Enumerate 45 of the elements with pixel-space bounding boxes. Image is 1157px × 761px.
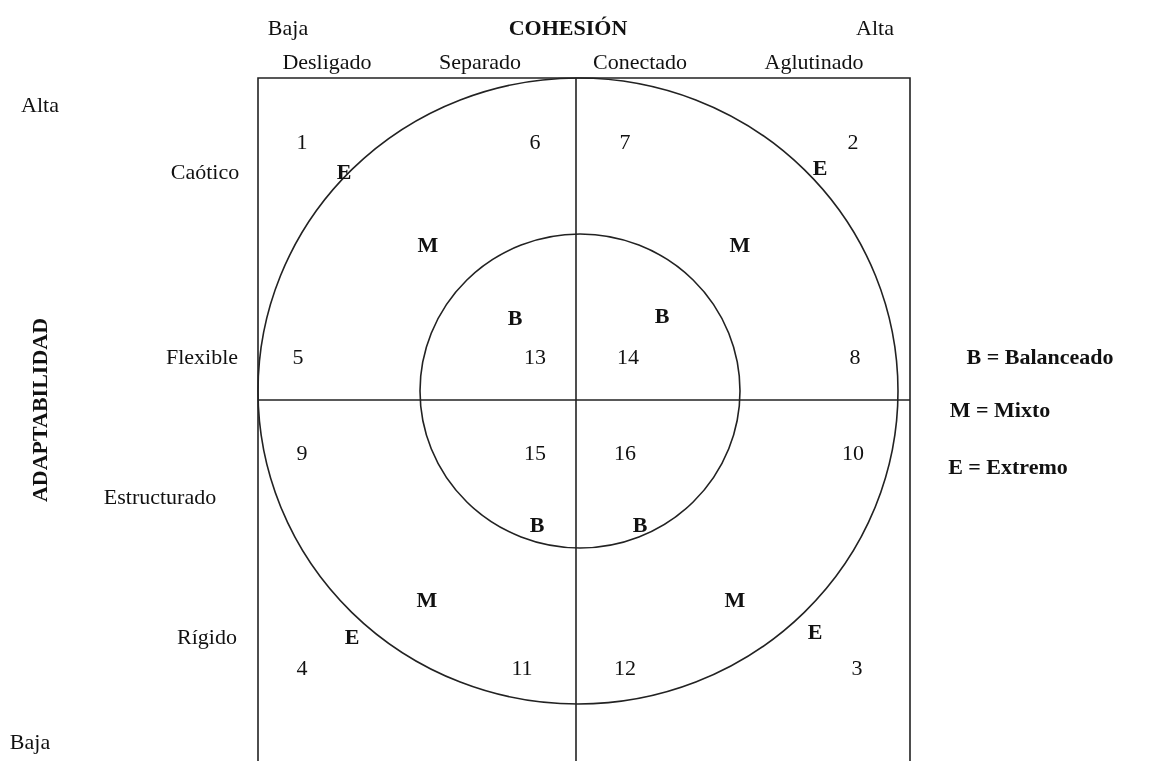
category-label: Aglutinado	[764, 49, 864, 75]
cell-number: 3	[851, 655, 863, 681]
cell-number: 15	[524, 440, 546, 466]
category-label: Rígido	[177, 624, 237, 650]
legend-text: B = Balanceado	[966, 344, 1114, 370]
zone-letter: B	[529, 512, 545, 538]
cell-number: 2	[847, 129, 859, 155]
cell-number: 8	[849, 344, 861, 370]
cell-number: 14	[617, 344, 639, 370]
cell-number: 13	[524, 344, 546, 370]
category-label: Separado	[439, 49, 521, 75]
zone-letter: B	[632, 512, 648, 538]
zone-letter: E	[812, 155, 828, 181]
cell-number: 10	[842, 440, 864, 466]
cell-number: 12	[614, 655, 636, 681]
category-label: Caótico	[170, 159, 240, 185]
zone-letter: B	[507, 305, 523, 331]
cell-number: 11	[511, 655, 533, 681]
zone-letter: M	[729, 232, 751, 258]
zone-letter: E	[344, 624, 360, 650]
category-label: Conectado	[592, 49, 688, 75]
cell-number: 9	[296, 440, 308, 466]
axis-end-label: Alta	[21, 92, 59, 118]
zone-letter: M	[416, 587, 438, 613]
axis-end-label: Baja	[9, 729, 51, 755]
cell-number: 4	[296, 655, 308, 681]
zone-letter: E	[336, 159, 352, 185]
zone-letter: B	[654, 303, 670, 329]
cell-number: 6	[529, 129, 541, 155]
cell-number: 16	[614, 440, 636, 466]
axis-title: ADAPTABILIDAD	[27, 317, 53, 503]
zone-letter: M	[417, 232, 439, 258]
cell-number: 7	[619, 129, 631, 155]
category-label: Flexible	[165, 344, 239, 370]
axis-end-label: Baja	[267, 15, 309, 41]
zone-letter: E	[807, 619, 823, 645]
category-label: Estructurado	[103, 484, 217, 510]
axis-title: COHESIÓN	[508, 15, 628, 41]
axis-end-label: Alta	[856, 15, 894, 41]
legend-text: M = Mixto	[949, 397, 1051, 423]
legend-text: E = Extremo	[948, 454, 1068, 480]
category-label: Desligado	[282, 49, 372, 75]
cell-number: 1	[296, 129, 308, 155]
cell-number: 5	[292, 344, 304, 370]
zone-letter: M	[724, 587, 746, 613]
